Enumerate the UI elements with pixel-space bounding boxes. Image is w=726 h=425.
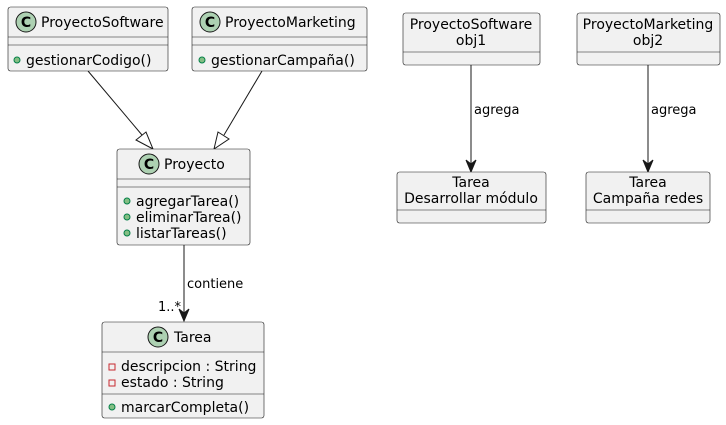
class-proyecto-marketing: C ProyectoMarketing gestionarCampaña() [191, 6, 368, 72]
public-method-icon [108, 403, 116, 411]
class-c-icon [15, 11, 37, 33]
object-obj1: ProyectoSoftware obj1 [402, 12, 541, 66]
class-c-glyph: C [153, 330, 163, 346]
class-proyecto: C Proyecto agregarTarea() eliminarTarea(… [116, 148, 251, 246]
class-c-icon [147, 326, 169, 348]
agrega-label-1: agrega [474, 103, 520, 118]
multiplicity-label: 1..* [158, 300, 182, 315]
contiene-label: contiene [187, 277, 243, 292]
object-title: Tarea [628, 175, 666, 191]
link-obj1-agrega: agrega [465, 65, 520, 174]
object-title: ProyectoMarketing [583, 17, 714, 33]
attribute: estado : String [121, 375, 224, 391]
class-name: ProyectoSoftware [41, 15, 164, 31]
public-method-icon [123, 229, 131, 237]
private-attribute-icon [108, 363, 116, 371]
class-name: ProyectoMarketing [225, 15, 356, 31]
object-instance: Campaña redes [593, 191, 703, 207]
object-title: ProyectoSoftware [410, 17, 533, 33]
object-instance: obj2 [633, 33, 663, 49]
method: listarTareas() [136, 226, 227, 242]
method: eliminarTarea() [136, 210, 242, 226]
public-method-icon [123, 197, 131, 205]
object-instance: obj1 [456, 33, 486, 49]
agrega-label-2: agrega [651, 103, 697, 118]
public-method-icon [123, 213, 131, 221]
class-c-icon [138, 153, 160, 175]
inheritance-software-to-proyecto [87, 70, 154, 151]
object-title: Tarea [451, 175, 489, 191]
method: agregarTarea() [136, 194, 239, 210]
class-proyecto-software: C ProyectoSoftware gestionarCodigo() [7, 6, 169, 72]
inheritance-marketing-to-proyecto [213, 70, 263, 151]
class-c-glyph: C [205, 15, 215, 31]
link-obj2-agrega: agrega [642, 65, 697, 174]
class-c-glyph: C [21, 15, 31, 31]
private-attribute-icon [108, 379, 116, 387]
public-method-icon [198, 56, 206, 64]
object-tarea-campana-redes: Tarea Campaña redes [585, 171, 711, 224]
class-name: Proyecto [164, 157, 225, 173]
attribute: descripcion : String [121, 359, 256, 375]
association-contiene: contiene 1..* [158, 245, 243, 323]
class-c-icon [199, 11, 221, 33]
public-method-icon [13, 56, 21, 64]
method: gestionarCampaña() [211, 53, 355, 69]
class-name: Tarea [173, 330, 211, 346]
object-obj2: ProyectoMarketing obj2 [576, 12, 721, 66]
method: marcarCompleta() [121, 400, 249, 416]
class-c-glyph: C [144, 157, 154, 173]
method: gestionarCodigo() [26, 53, 151, 69]
object-instance: Desarrollar módulo [404, 191, 538, 207]
class-tarea: C Tarea descripcion : String estado : St… [101, 321, 265, 419]
object-tarea-desarrollar-modulo: Tarea Desarrollar módulo [396, 171, 547, 224]
